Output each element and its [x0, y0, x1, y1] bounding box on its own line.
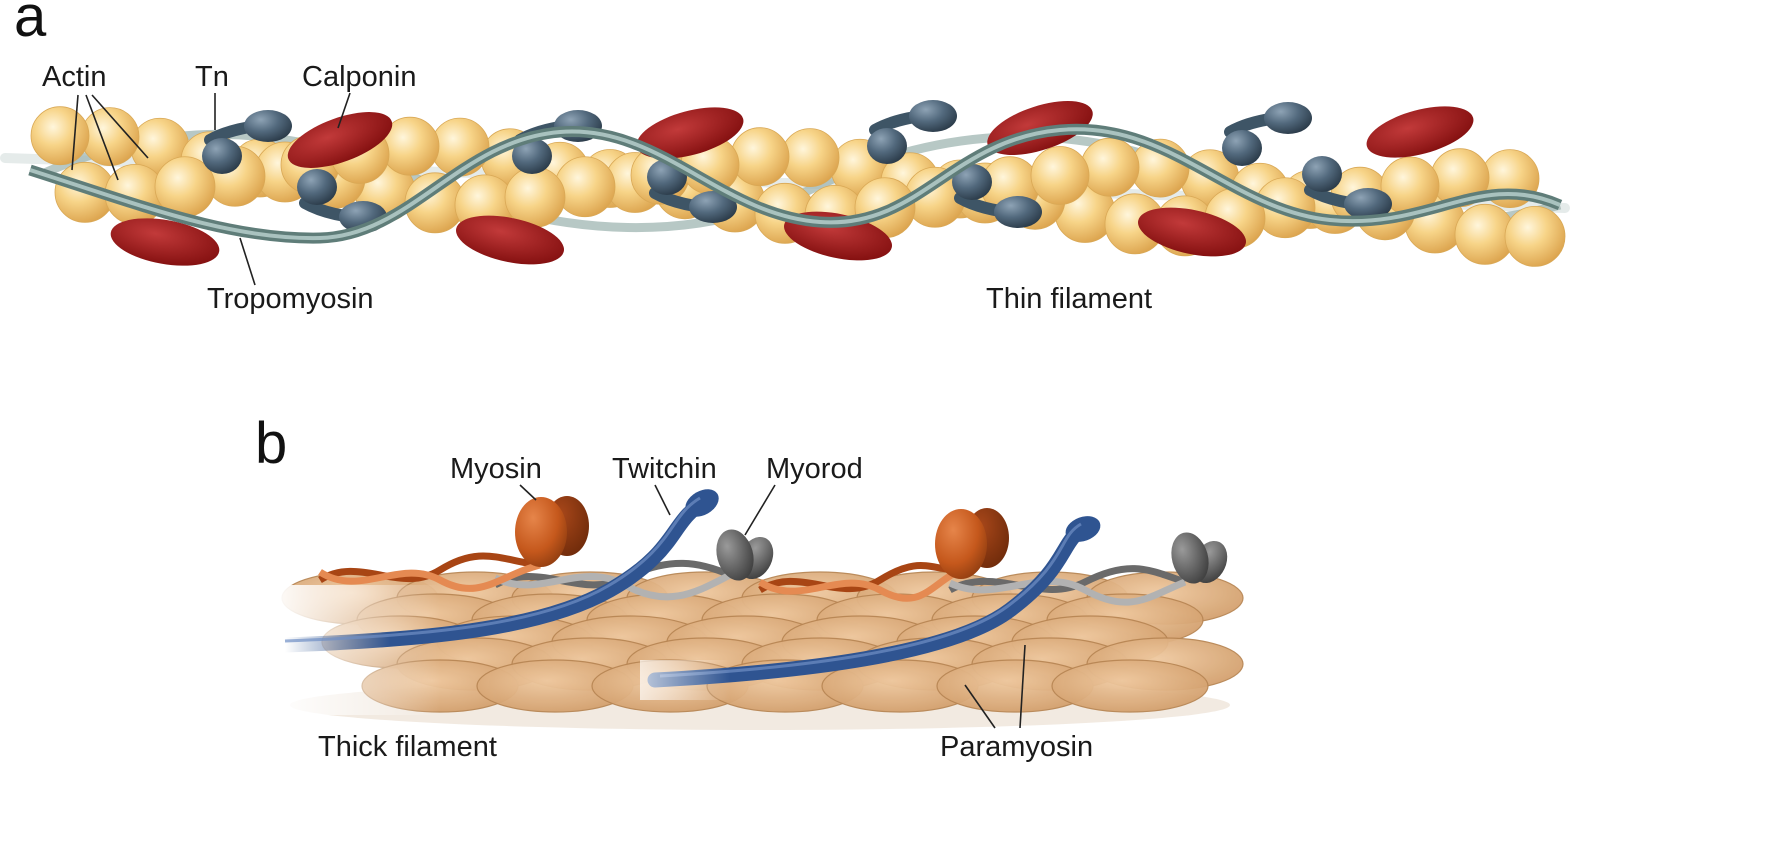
panel-a-letter: a [14, 0, 47, 49]
myosin-tail-2 [758, 562, 962, 602]
panel-b: b [255, 411, 1244, 763]
myorod-tail-2 [948, 565, 1187, 606]
paramyosin-leader-2 [1019, 644, 1026, 729]
myorod-leader [744, 484, 776, 536]
paramyosin-molecule [1051, 659, 1209, 713]
actin-monomer [30, 106, 90, 166]
calponin-molecule [456, 215, 564, 265]
calponin-molecule [1366, 106, 1474, 158]
thin-filament-label: Thin filament [986, 283, 1152, 315]
actin-label: Actin [42, 61, 106, 93]
twitchin-1 [277, 489, 719, 653]
calponin-leader [337, 92, 351, 129]
myosin-head-1 [515, 496, 589, 567]
troponin-complex [202, 110, 292, 174]
myosin-head-2 [935, 508, 1009, 579]
twitchin-leader [654, 484, 671, 516]
actin-monomer [730, 127, 790, 187]
panel-a: a Actin Tn Calponin Tropomyosin Thin fil… [0, 0, 1570, 315]
troponin-complex [1302, 156, 1392, 220]
myosin-tail-1 [318, 552, 541, 592]
calponin-molecule [287, 112, 393, 168]
myosin-leader [519, 484, 537, 501]
myosin-label: Myosin [450, 453, 542, 485]
paramyosin-label: Paramyosin [940, 731, 1093, 763]
myorod-head-1 [716, 529, 774, 581]
actin-leader-2 [85, 94, 119, 181]
actin-monomer [1030, 146, 1090, 205]
paramyosin-leader-1 [964, 684, 996, 729]
calponin-molecule [1138, 207, 1246, 257]
tropomyosin-label: Tropomyosin [207, 283, 374, 315]
actin-leader-1 [71, 94, 79, 171]
actin-leader-3 [91, 94, 149, 159]
actin-monomer [1080, 137, 1140, 197]
panel-b-letter: b [255, 411, 287, 476]
troponin-complexes [202, 100, 1392, 233]
twitchin-2 [640, 516, 1101, 700]
tn-label: Tn [195, 61, 229, 93]
tropomyosin-leader [239, 237, 256, 286]
actin-monomer [1504, 205, 1566, 267]
calponin-label: Calponin [302, 61, 416, 93]
calponin-molecule [636, 107, 744, 159]
twitchin-label: Twitchin [612, 453, 717, 485]
tropomyosin-strand-highlight [29, 127, 1561, 241]
troponin-complex [867, 100, 957, 164]
calponin-molecule [110, 218, 220, 266]
myorod-label: Myorod [766, 453, 863, 485]
troponin-complex [1222, 102, 1312, 166]
actin-monomer [780, 128, 840, 188]
troponin-complex [952, 164, 1042, 228]
thick-filament-label: Thick filament [318, 731, 497, 763]
troponin-complex [297, 169, 387, 233]
actin-monomer [504, 166, 566, 228]
actin-monomer [554, 156, 616, 218]
myorod-head-2 [1171, 532, 1228, 584]
